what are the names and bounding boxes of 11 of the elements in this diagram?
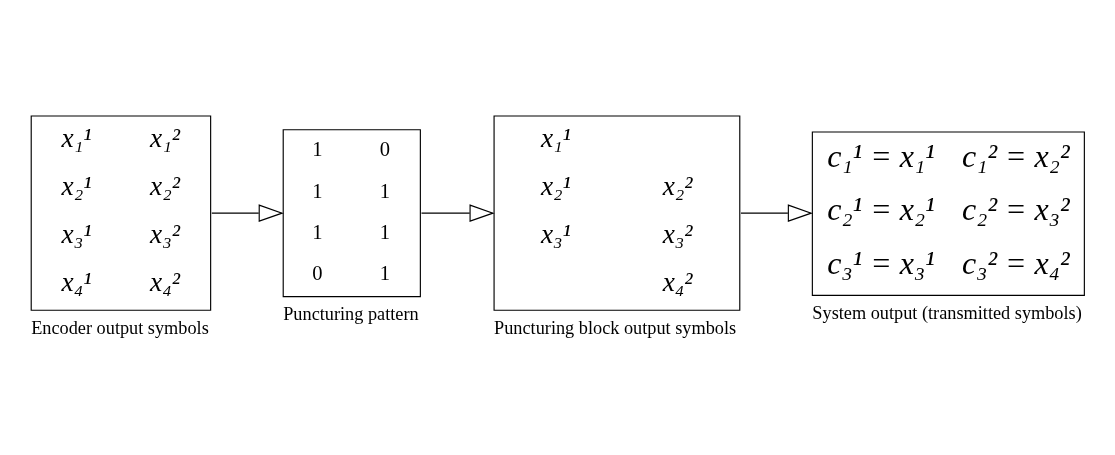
node-label: Puncturing block output symbols (494, 317, 737, 338)
node-box: c₁¹ = x₁¹ c₁² = x₂² c₂¹ = x₂¹ c₂² = x₃² c₃¹ = x₃¹ c₃² = x₄² (811, 130, 1085, 296)
arrow (740, 203, 813, 222)
node-box: 1 0 1 1 1 1 0 1 (282, 128, 421, 297)
node-label: Puncturing pattern (283, 303, 419, 324)
node-box: x₁¹ x₁² x₂¹ x₂² x₃¹ x₃² x₄¹ x₄² (30, 114, 212, 311)
node-label: Encoder output symbols (31, 317, 209, 338)
node-label: System output (transmitted symbols) (812, 302, 1082, 323)
node-box: x₁¹ x₂¹ x₂² x₃¹ x₃² x₄² (493, 114, 741, 311)
arrow (211, 203, 284, 222)
arrow (420, 203, 495, 222)
